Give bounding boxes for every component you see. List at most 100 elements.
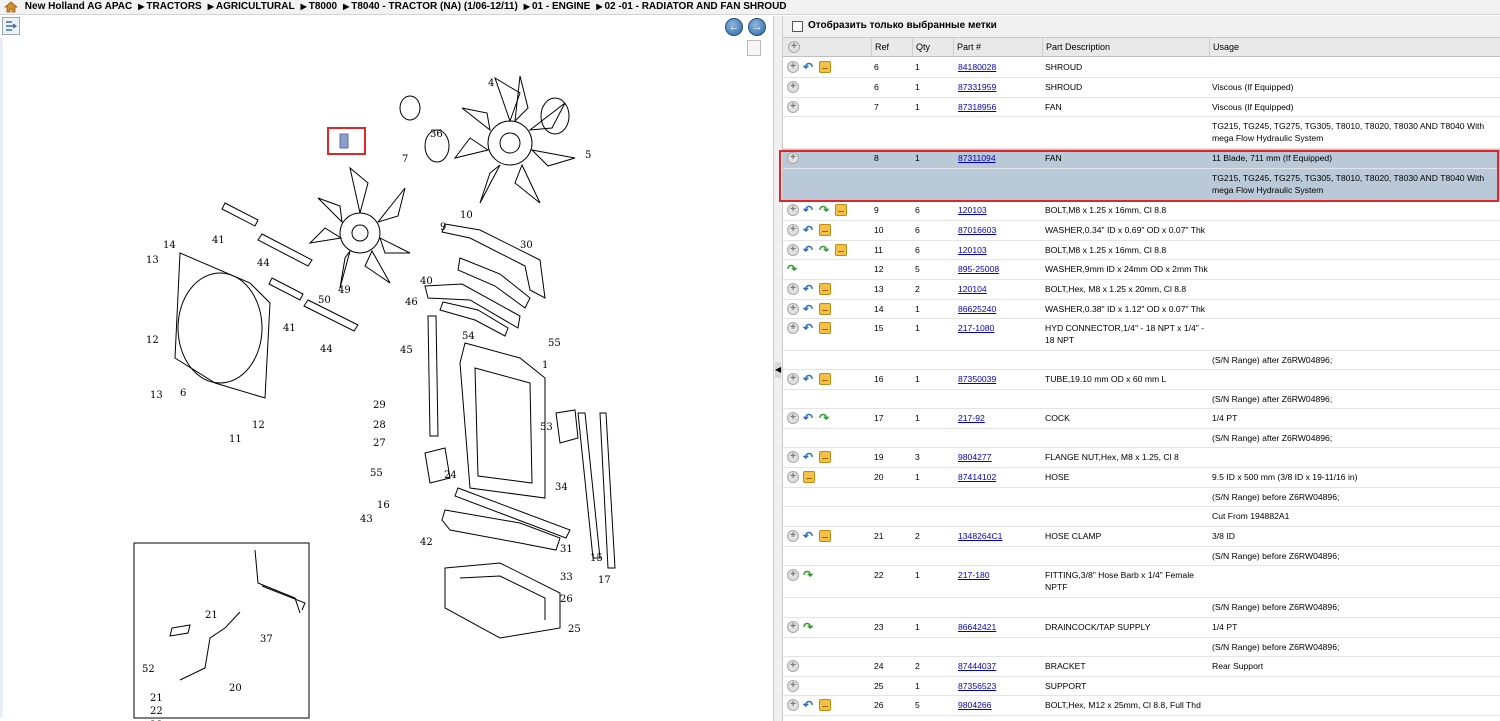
header-ref[interactable]: Ref [871, 38, 912, 57]
expand-icon[interactable]: + [787, 471, 799, 483]
breadcrumb-item[interactable]: T8000 [308, 1, 338, 12]
part-number-link[interactable]: 87318956 [958, 102, 997, 112]
callout-label[interactable]: 5 [585, 150, 591, 161]
forward-reference-icon[interactable]: ↷ [803, 620, 814, 634]
callout-label[interactable]: 36 [430, 129, 443, 140]
export-icon[interactable] [2, 17, 20, 35]
part-number-link[interactable]: 84180028 [958, 62, 997, 72]
part-number-link[interactable]: 120103 [958, 245, 987, 255]
callout-label[interactable]: 6 [180, 388, 186, 399]
expand-icon[interactable]: + [787, 530, 799, 542]
expand-icon[interactable]: + [787, 569, 799, 581]
table-row[interactable]: (S/N Range) before Z6RW04896; [783, 598, 1500, 618]
table-row[interactable]: (S/N Range) before Z6RW04896; [783, 638, 1500, 657]
callout-label[interactable]: 42 [420, 537, 433, 548]
callout-label[interactable]: 55 [370, 468, 383, 479]
callout-label[interactable]: 44 [257, 258, 270, 269]
pane-splitter[interactable]: ◀ [773, 16, 783, 721]
cart-icon[interactable] [819, 451, 831, 463]
callout-label[interactable]: 4 [488, 78, 494, 89]
callout-label[interactable]: 43 [360, 514, 373, 525]
callout-label[interactable]: 15 [590, 553, 603, 564]
part-number-link[interactable]: 217-180 [958, 570, 990, 580]
callout-label[interactable]: 14 [163, 240, 176, 251]
expand-icon[interactable]: + [787, 283, 799, 295]
cart-icon[interactable] [819, 530, 831, 542]
header-part[interactable]: Part # [953, 38, 1042, 57]
callout-label[interactable]: 22 [150, 706, 163, 717]
callout-label[interactable]: 49 [338, 285, 351, 296]
part-number-link[interactable]: 86625240 [958, 304, 997, 314]
forward-reference-icon[interactable]: ↷ [787, 262, 798, 276]
cart-icon[interactable] [819, 61, 831, 73]
part-number-link[interactable]: 87350039 [958, 374, 997, 384]
part-number-link[interactable]: 87016603 [958, 225, 997, 235]
callout-label[interactable]: 16 [377, 500, 390, 511]
header-qty[interactable]: Qty [912, 38, 953, 57]
back-reference-icon[interactable]: ↶ [803, 372, 814, 386]
breadcrumb-item[interactable]: 02 -01 - RADIATOR AND FAN SHROUD [604, 1, 787, 12]
callout-label[interactable]: 26 [560, 594, 573, 605]
part-number-link[interactable]: 9804266 [958, 700, 992, 710]
callout-label[interactable]: 29 [373, 400, 386, 411]
expand-icon[interactable]: + [787, 81, 799, 93]
part-number-link[interactable]: 87356523 [958, 681, 997, 691]
callout-label[interactable]: 53 [540, 422, 553, 433]
part-number-link[interactable]: 217-1080 [958, 323, 995, 333]
table-row[interactable]: TG215, TG245, TG275, TG305, T8010, T8020… [783, 117, 1500, 149]
callout-label[interactable]: 24 [444, 470, 457, 481]
breadcrumb-item[interactable]: T8040 - TRACTOR (NA) (1/06-12/11) [351, 1, 518, 12]
part-number-link[interactable]: 895-25008 [958, 264, 1000, 274]
expand-icon[interactable]: + [787, 61, 799, 73]
callout-label[interactable]: 7 [402, 154, 408, 165]
table-row[interactable]: (S/N Range) after Z6RW04896; [783, 351, 1500, 370]
callout-label[interactable]: 46 [405, 297, 418, 308]
collapse-arrow-icon[interactable]: ◀ [775, 362, 781, 378]
callout-label[interactable]: 55 [548, 338, 561, 349]
forward-reference-icon[interactable]: ↷ [819, 243, 830, 257]
breadcrumb-item[interactable]: New Holland AG APAC [24, 1, 133, 12]
part-number-link[interactable]: 86642421 [958, 622, 997, 632]
expand-icon[interactable]: + [787, 621, 799, 633]
callout-label[interactable]: 52 [142, 664, 155, 675]
breadcrumb-item[interactable]: 01 - ENGINE [531, 1, 591, 12]
callout-label[interactable]: 44 [320, 344, 333, 355]
callout-label[interactable]: 41 [283, 323, 296, 334]
table-row[interactable]: Cut From 194882A1 [783, 507, 1500, 527]
expand-icon[interactable]: + [787, 152, 799, 164]
part-number-link[interactable]: 217-92 [958, 413, 985, 423]
table-row[interactable]: (S/N Range) after Z6RW04896; [783, 390, 1500, 409]
diagram-scroll-button[interactable] [747, 40, 761, 56]
callout-label[interactable]: 33 [560, 572, 573, 583]
callout-label[interactable]: 50 [318, 295, 331, 306]
callout-label[interactable]: 12 [146, 335, 159, 346]
callout-label[interactable]: 30 [520, 240, 533, 251]
callout-label[interactable]: 12 [252, 420, 265, 431]
part-number-link[interactable]: 87311094 [958, 153, 996, 163]
breadcrumb-item[interactable]: TRACTORS [146, 1, 202, 12]
callout-label[interactable]: 37 [260, 634, 273, 645]
back-reference-icon[interactable]: ↶ [803, 529, 814, 543]
cart-icon[interactable] [819, 303, 831, 315]
cart-icon[interactable] [819, 322, 831, 334]
back-reference-icon[interactable]: ↶ [803, 203, 814, 217]
expand-icon[interactable]: + [787, 373, 799, 385]
callout-label[interactable]: 21 [205, 610, 218, 621]
expand-icon[interactable]: + [787, 451, 799, 463]
expand-icon[interactable]: + [787, 680, 799, 692]
expand-icon[interactable]: + [787, 224, 799, 236]
back-reference-icon[interactable]: ↶ [803, 282, 814, 296]
callout-label[interactable]: 31 [560, 544, 573, 555]
